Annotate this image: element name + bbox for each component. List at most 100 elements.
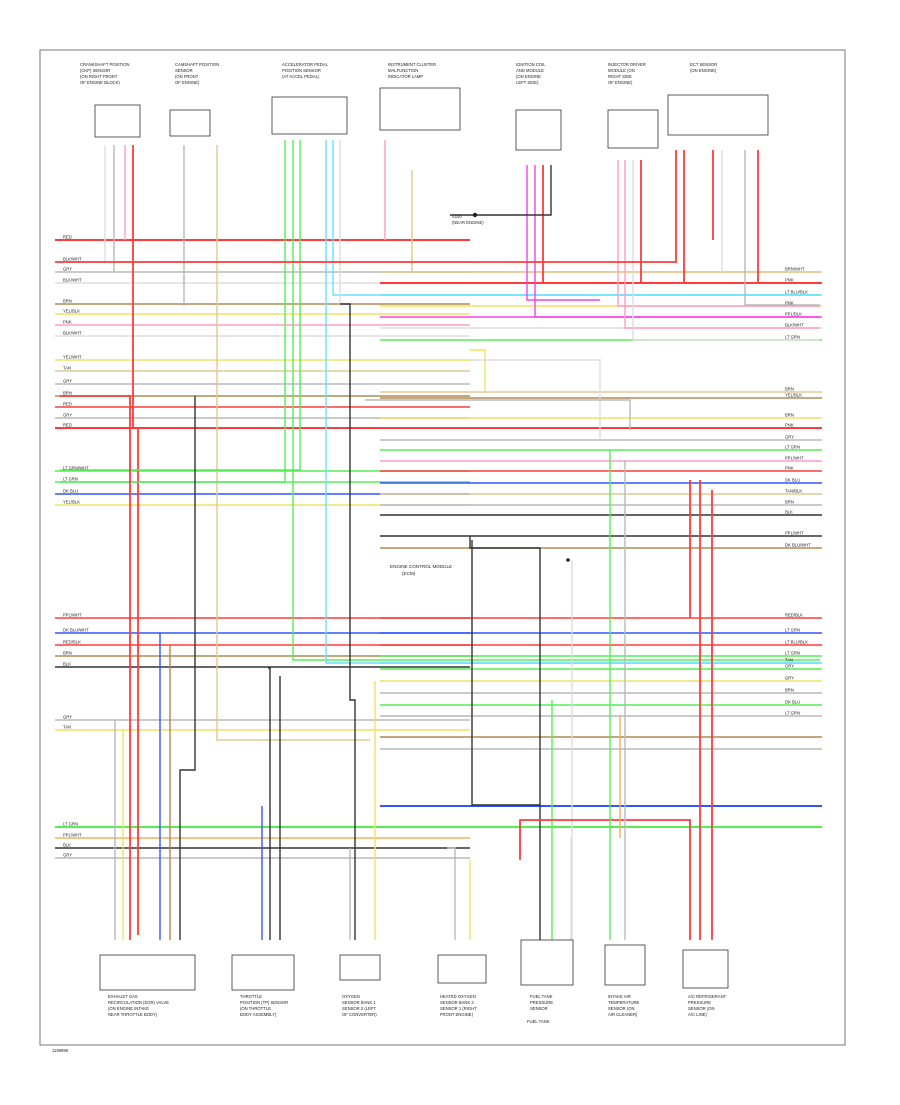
top-component-box — [94, 104, 141, 138]
right-wire-label: PPL/BLK — [785, 312, 802, 317]
right-wire-label: PNK — [785, 466, 794, 471]
bottom-component-box — [604, 944, 646, 986]
right-wire-label: LT GRN — [785, 651, 800, 656]
left-wire-label: GRY — [63, 413, 72, 418]
right-wire-label: RED/BLK — [785, 613, 803, 618]
bottom-component-label: (ON ENGINE INTAKE — [108, 1006, 149, 1011]
splice-label-line-2: (NEAR ENGINE) — [452, 220, 484, 225]
interior-route — [447, 847, 456, 940]
top-component-label: CAMSHAFT POSITION — [175, 62, 219, 67]
right-wire-label: LT GRN — [785, 628, 800, 633]
ecm-label-line-1: ENGINE CONTROL MODULE — [390, 564, 452, 569]
left-wire-label: DK BLU — [63, 489, 78, 494]
right-wire-label: BRN — [785, 387, 794, 392]
bottom-component-box — [682, 949, 729, 989]
top-component-label: AND MODULE — [516, 68, 544, 73]
right-wire-label: BRN/WHT — [785, 267, 805, 272]
interior-route — [60, 395, 131, 940]
left-wire-label: TAN — [63, 366, 71, 371]
wire-layer — [55, 140, 822, 940]
right-wire-label: PPL/WHT — [785, 456, 804, 461]
right-wire-label: DK BLU — [785, 700, 800, 705]
bottom-component-label: HEATED OXYGEN — [440, 994, 476, 999]
left-wire-label: PPL/WHT — [63, 833, 82, 838]
bottom-component-label: RECIRCULATION (EGR) VALVE — [108, 1000, 169, 1005]
left-wire-label: DK BLU/WHT — [63, 628, 89, 633]
left-wire-label: PPL/WHT — [63, 613, 82, 618]
bottom-component-label: AIR CLEANER) — [608, 1012, 638, 1017]
top-component-label: CRANKSHAFT POSITION — [80, 62, 129, 67]
bottom-component-box — [437, 954, 487, 984]
left-wire-label: BRN — [63, 391, 72, 396]
vertical-route — [526, 165, 600, 301]
left-wire-label: TAN — [63, 725, 71, 730]
bottom-component-label: A/C REFRIGERANT — [688, 994, 727, 999]
bottom-component-label: INTAKE AIR — [608, 994, 631, 999]
vertical-route — [292, 140, 820, 661]
bottom-component-label: SENSOR 1 (RIGHT — [440, 1006, 477, 1011]
interior-route — [469, 536, 541, 940]
top-component-box — [667, 94, 769, 136]
right-wire-label: GRY — [785, 664, 794, 669]
right-wire-label: YEL/BLK — [785, 393, 802, 398]
top-component-label: ACCELERATOR PEDAL — [282, 62, 329, 67]
footer-code: 1199998 — [52, 1048, 69, 1053]
right-wire-label: BLK/WHT — [785, 323, 804, 328]
bottom-component-label: TEMPERATURE — [608, 1000, 640, 1005]
left-wire-label: YEL/BLK — [63, 500, 80, 505]
top-component-label: ECT SENSOR — [690, 62, 717, 67]
top-component-label: OF ENGINE) — [608, 80, 633, 85]
left-wire-label: PNK — [63, 320, 72, 325]
top-component-box — [169, 109, 211, 137]
bottom-component-label: SENSOR (ON — [688, 1006, 715, 1011]
left-wire-label: YEL/BLK — [63, 309, 80, 314]
top-component-box — [607, 109, 659, 149]
right-wire-label: GRY — [785, 435, 794, 440]
left-wire-label: GRY — [63, 379, 72, 384]
diagram-frame — [39, 49, 846, 1046]
top-component-label: INJECTOR DRIVER — [608, 62, 646, 67]
interior-route — [268, 667, 271, 940]
top-component-label: RIGHT SIDE — [608, 74, 632, 79]
vertical-route — [632, 160, 820, 341]
left-wire-label: LT GRN — [63, 822, 78, 827]
left-wire-label: RED — [63, 423, 72, 428]
vertical-route — [60, 140, 301, 471]
ecm-label-line-2: (ECM) — [402, 571, 416, 576]
top-component-label: MALFUNCTION — [388, 68, 418, 73]
left-wire-label: BRN — [63, 651, 72, 656]
top-component-box — [515, 109, 562, 151]
bottom-component-label: OF CONVERTER) — [342, 1012, 377, 1017]
bottom-component-label: A/C LINE) — [688, 1012, 707, 1017]
vertical-route — [450, 165, 552, 216]
top-component-box — [379, 87, 461, 131]
bottom-component-label: THROTTLE — [240, 994, 262, 999]
right-wire-label: DK BLU/WHT — [785, 543, 811, 548]
interior-route — [519, 819, 691, 940]
bottom-component-label: EXHAUST GAS — [108, 994, 138, 999]
bottom-component-label: NEAR THROTTLE BODY) — [108, 1012, 158, 1017]
splice-dot — [472, 212, 478, 218]
top-component-label: OF ENGINE) — [175, 80, 200, 85]
left-wire-label: RED/BLK — [63, 640, 81, 645]
left-wire-label: YEL/WHT — [63, 355, 82, 360]
left-wire-label: BLK/WHT — [63, 278, 82, 283]
right-wire-label: BRN — [785, 413, 794, 418]
right-wire-label: LT GRN — [785, 335, 800, 340]
top-component-label: IGNITION COIL — [516, 62, 546, 67]
vertical-route — [744, 150, 820, 306]
right-wire-label: TAN — [785, 658, 793, 663]
top-component-label: (ON ENGINE) — [690, 68, 717, 73]
left-wire-label: BLK/WHT — [63, 257, 82, 262]
top-component-label: (AT ACCEL PEDAL) — [282, 74, 320, 79]
bottom-component-label: SENSOR BANK 1 — [342, 1000, 376, 1005]
left-wire-label: RED — [63, 402, 72, 407]
bottom-component-label: OXYGEN — [342, 994, 360, 999]
left-wire-label: BLK — [63, 843, 71, 848]
right-wire-label: GRY — [785, 676, 794, 681]
top-component-label: INSTRUMENT CLUSTER — [388, 62, 436, 67]
top-component-label: (ON ENGINE — [516, 74, 541, 79]
top-component-label: SENSOR — [175, 68, 193, 73]
top-component-label: MODULE (ON — [608, 68, 635, 73]
